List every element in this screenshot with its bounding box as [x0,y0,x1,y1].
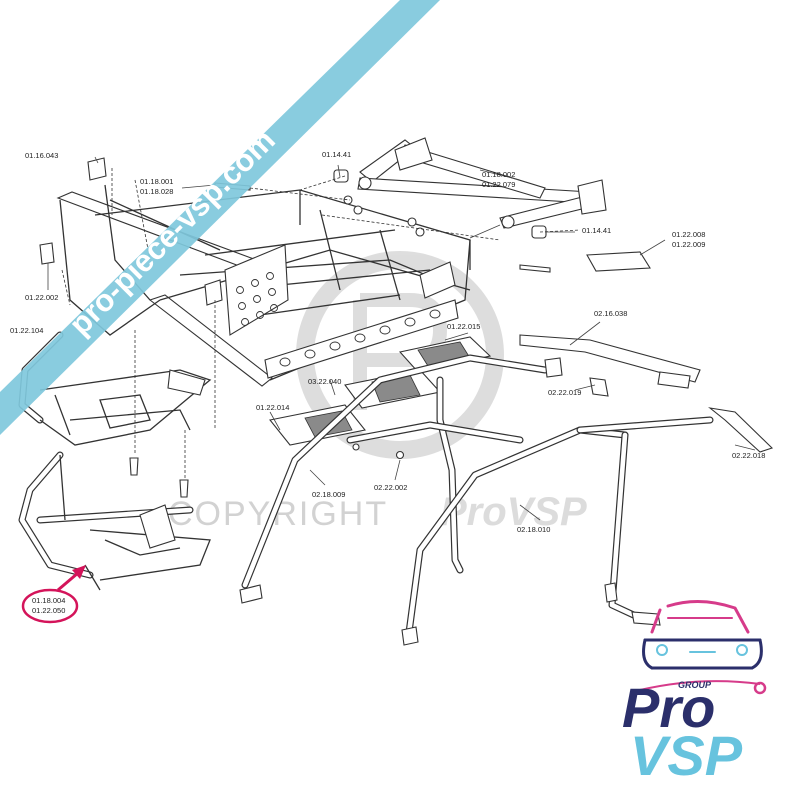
highlight-ellipse [21,588,79,624]
part-label: 02.22.018 [732,451,765,460]
copyright-brand-watermark: ProVSP [440,490,587,534]
logo-pro-text: Pro [622,676,715,739]
small-brackets [39,157,107,265]
part-label: 01.14.41 [322,150,351,159]
part-label: 01.18.001 [140,177,173,186]
part-label: 02.22.019 [548,388,581,397]
part-label-highlighted: 01.18.004 [32,596,65,605]
part-label: 02.16.038 [594,309,627,318]
logo-vsp-text: VSP [630,724,743,787]
upper-link-arm [357,137,607,229]
provsp-logo: GROUP Pro VSP [622,599,767,787]
logo-group-text: GROUP [678,680,712,690]
part-label: 02.18.009 [312,490,345,499]
part-number-labels: 01.16.043 01.18.001 01.18.028 01.14.41 0… [10,150,765,534]
logo-accent-dot [753,681,767,695]
part-label: 01.22.008 [672,230,705,239]
highlighted-callout: 01.18.004 01.22.050 [21,565,86,624]
label-leader-lines [47,156,756,521]
logo-swoosh [639,680,761,691]
part-label-highlighted: 01.22.050 [32,606,65,615]
diagonal-watermark-banner: pro-piece-vsp.com [0,0,440,435]
part-label: 01.22.014 [256,403,289,412]
part-label: 02.22.002 [374,483,407,492]
roll-cage-frame [239,334,774,646]
part-label: 01.22.079 [482,180,515,189]
part-label: 01.22.015 [447,322,480,331]
part-label: 01.18.028 [140,187,173,196]
part-label: 01.18.002 [482,170,515,179]
part-label: 03.22.040 [308,377,341,386]
part-label: 01.14.41 [582,226,611,235]
part-label: 02.18.010 [517,525,550,534]
part-label: 01.22.009 [672,240,705,249]
part-label: 01.16.043 [25,151,58,160]
highlight-arrow [57,571,79,592]
part-label: 01.22.002 [25,293,58,302]
car-icon [642,599,763,670]
part-label: 01.22.104 [10,326,43,335]
